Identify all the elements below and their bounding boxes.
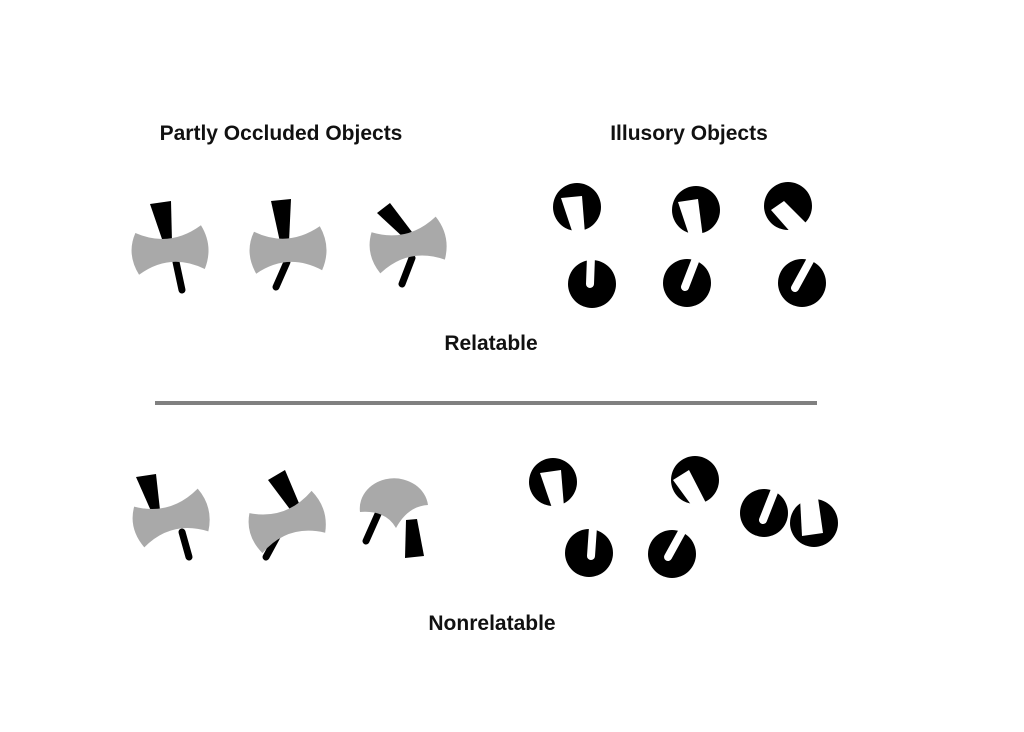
illusory-figure-nonrelatable-2 [671, 456, 719, 506]
heading-illusory: Illusory Objects [610, 122, 768, 145]
illusory-figure-nonrelatable-5 [740, 483, 788, 537]
illusory-figure-relatable-5 [663, 252, 711, 307]
row-label-nonrelatable: Nonrelatable [428, 612, 555, 635]
illusory-figure-relatable-6 [778, 253, 826, 307]
illusory-figure-relatable-2 [672, 186, 720, 238]
occluded-figure-relatable-3 [369, 203, 447, 288]
illusory-figure-nonrelatable-4 [648, 524, 696, 578]
occluded-figure-nonrelatable-2 [248, 470, 326, 561]
occluded-figure-relatable-1 [131, 201, 209, 294]
illusory-figure-relatable-4 [568, 252, 616, 308]
heading-partly-occluded: Partly Occluded Objects [160, 122, 403, 145]
illusory-figure-relatable-1 [553, 183, 601, 234]
illusory-figure-nonrelatable-1 [529, 458, 577, 508]
occluded-figure-nonrelatable-3 [359, 478, 428, 558]
illusory-figure-nonrelatable-3 [565, 523, 613, 577]
illusory-figure-relatable-3 [764, 182, 812, 235]
occluded-figure-relatable-2 [249, 199, 327, 291]
occluded-figure-nonrelatable-1 [132, 474, 210, 561]
row-label-relatable: Relatable [444, 332, 537, 355]
illusory-figure-nonrelatable-6 [790, 498, 838, 547]
